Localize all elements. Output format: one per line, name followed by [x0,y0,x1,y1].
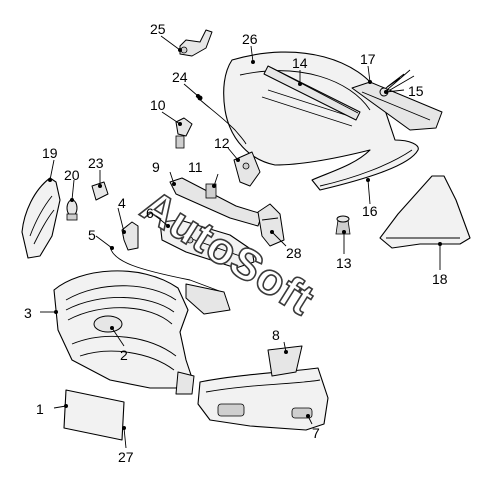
callout-20: 20 [64,167,80,183]
callout-1: 1 [36,401,44,417]
plate-holder-part-1 [63,389,125,441]
bumper-bracket-part-8 [267,345,303,377]
cowl-panel-part-17 [351,81,443,131]
callout-25: 25 [150,21,166,37]
callout-23: 23 [88,155,104,171]
callout-17: 17 [360,51,376,67]
callout-10: 10 [150,97,166,113]
callout-9: 9 [152,159,160,175]
callout-4: 4 [118,195,126,211]
callout-2: 2 [120,347,128,363]
callout-13: 13 [336,255,352,271]
bracket-part-28 [257,203,285,247]
callout-19: 19 [42,145,58,161]
callout-14: 14 [292,55,308,71]
clip-part-13 [335,215,351,235]
grille-part-3 [53,270,195,395]
support-part-6 [159,219,255,269]
callout-5: 5 [88,227,96,243]
bracket-part-12 [233,151,261,187]
lock-part-11 [205,183,217,199]
callout-12: 12 [214,135,230,151]
callout-18: 18 [432,271,448,287]
callout-26: 26 [242,31,258,47]
bulb-part-20 [66,199,78,221]
callout-27: 27 [118,449,134,465]
seal-strip-part-14 [263,65,361,121]
callout-24: 24 [172,69,188,85]
callout-labels: 25 26 14 17 15 24 10 12 11 9 6 4 5 19 20… [24,21,448,465]
callout-28: 28 [286,245,302,261]
side-lamp-part-19 [21,177,61,259]
callout-6: 6 [146,205,154,221]
leader-lines [40,35,441,449]
callout-11: 11 [188,159,203,175]
callout-3: 3 [24,305,32,321]
fender-part-18 [379,175,471,249]
hood-prop-part-25 [179,29,213,57]
deflector-strip-part-5 [109,245,231,315]
callout-15: 15 [408,83,424,99]
leader-dots [48,48,442,430]
callout-16: 16 [362,203,378,219]
callout-8: 8 [272,327,280,343]
bracket-part-4 [121,221,139,251]
callout-7: 7 [312,425,320,441]
bumper-part-7 [197,367,329,431]
